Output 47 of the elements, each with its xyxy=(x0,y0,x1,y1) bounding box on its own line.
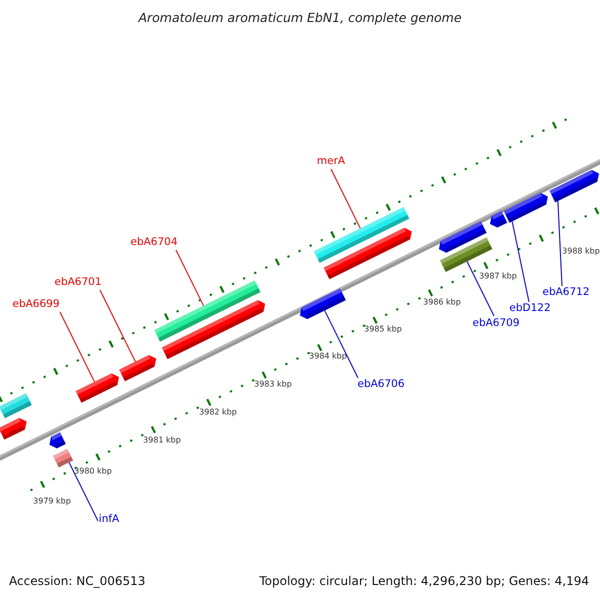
scale-label: 3979 kbp xyxy=(33,498,71,506)
scale-label: 3980 kbp xyxy=(74,468,112,476)
accession-text: Accession: NC_006513 xyxy=(9,574,146,588)
leader-line xyxy=(60,312,95,382)
gene-label: ebA6709 xyxy=(472,318,520,330)
gene-label: ebA6701 xyxy=(54,277,102,289)
gene-bar xyxy=(119,355,156,382)
leader-line xyxy=(176,250,204,306)
gene-bar xyxy=(314,206,410,263)
gene-label: ebD122 xyxy=(509,303,551,315)
gene-label: ebA6712 xyxy=(542,287,590,299)
leader-line xyxy=(557,200,562,286)
gene-bar xyxy=(440,237,492,272)
gene-bar xyxy=(549,170,599,202)
scale-label: 3987 kbp xyxy=(479,272,517,282)
gene-label: ebA6704 xyxy=(130,237,178,249)
scale-label: 3986 kbp xyxy=(423,298,461,308)
gene-bar xyxy=(162,300,266,360)
scale-label: 3983 kbp xyxy=(254,380,292,390)
scale-label: 3982 kbp xyxy=(199,408,237,418)
leader-line xyxy=(512,220,530,302)
gene-bar xyxy=(154,280,260,342)
gene-bar xyxy=(49,432,66,448)
leader-line xyxy=(68,462,98,522)
genome-info-text: Topology: circular; Length: 4,296,230 bp; Genes: 4,194 xyxy=(259,574,589,588)
gene-bar xyxy=(324,228,412,280)
leader-line xyxy=(330,168,361,229)
gene-label: merA xyxy=(316,156,346,168)
gene-label: ebA6706 xyxy=(357,379,405,391)
gene-bar xyxy=(0,393,32,418)
gene-bar xyxy=(438,221,487,253)
leader-line xyxy=(466,260,494,316)
scale-label: 3988 kbp xyxy=(562,248,600,256)
gene-label: infA xyxy=(98,514,120,526)
gene-bar xyxy=(0,418,27,440)
scale-label: 3981 kbp xyxy=(143,436,181,446)
title: Aromatoleum aromaticum EbN1, complete genome xyxy=(138,11,462,25)
leader-line xyxy=(324,310,358,378)
leader-line xyxy=(100,290,136,362)
scale-label: 3984 kbp xyxy=(309,352,347,362)
gene-bar xyxy=(300,288,346,320)
scale-label: 3985 kbp xyxy=(364,326,402,334)
gene-bar xyxy=(504,192,548,223)
gene-bar xyxy=(76,373,119,403)
gene-bar xyxy=(53,448,74,468)
gene-label: ebA6699 xyxy=(12,299,60,311)
gene-bar xyxy=(490,211,508,228)
